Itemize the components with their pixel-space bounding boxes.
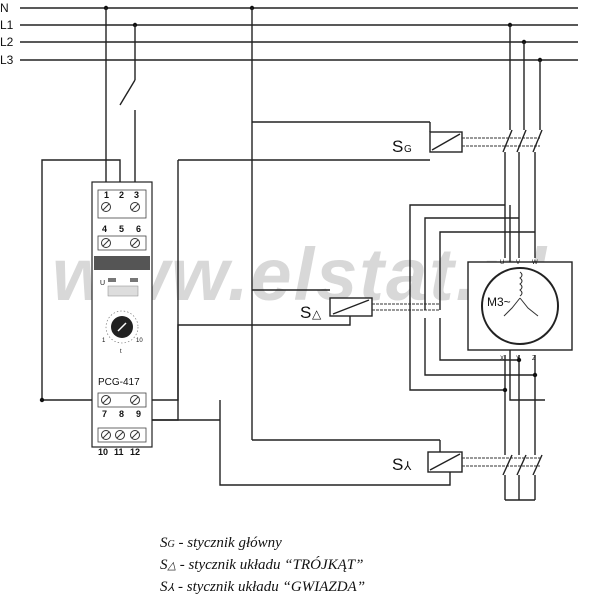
motor-term-x: X (500, 356, 504, 362)
motor-term-z: Z (532, 356, 536, 362)
relay-module: 1 2 3 4 5 6 U 1 10 t PCG-417 7 8 9 (91, 181, 153, 457)
bus-l2-label: L2 (0, 35, 14, 49)
bus-l1-label: L1 (0, 18, 14, 32)
legend-item-delta: S△ - stycznik układu “TRÓJKĄT” (160, 557, 363, 574)
legend-item-main: SG - stycznik główny (160, 535, 282, 552)
winding-coil (503, 297, 521, 317)
contactor-main: S G (392, 122, 540, 156)
led-u-label: U (100, 280, 105, 287)
bus-l3-label: L3 (0, 53, 14, 67)
legend-sym: S (160, 535, 168, 551)
winding-coil (519, 297, 539, 317)
terminal-8: 8 (119, 409, 124, 419)
motor-term-u: U (500, 260, 504, 266)
terminal-9: 9 (136, 409, 141, 419)
legend-text: - stycznik główny (174, 535, 282, 551)
bus-n-label: N (0, 1, 9, 15)
terminal-5: 5 (119, 224, 124, 234)
motor-term-w: W (532, 260, 538, 266)
contactor-main-sub: G (404, 144, 412, 155)
contactor-star: S ⅄ (392, 440, 540, 474)
relay-model: PCG-417 (98, 377, 140, 388)
scale-min: 1 (102, 338, 106, 344)
contactor-delta-sub: △ (312, 307, 322, 321)
motor-term-v: V (516, 260, 520, 266)
terminal-2: 2 (119, 190, 124, 200)
winding-coil (519, 271, 523, 297)
legend-text: - stycznik układu “TRÓJKĄT” (175, 557, 364, 573)
legend-sym: S (160, 557, 168, 573)
motor-term-y: Y (516, 356, 520, 362)
terminal-11: 11 (114, 447, 124, 457)
legend-sym: S (160, 579, 168, 595)
contactor-delta-label: S (300, 303, 311, 322)
terminal-3: 3 (134, 190, 139, 200)
legend-text: - stycznik układu “GWIAZDA” (174, 579, 366, 595)
contactor-main-label: S (392, 137, 403, 156)
legend-sub: G (167, 539, 175, 550)
terminal-10: 10 (98, 447, 108, 457)
contactor-star-sub: ⅄ (403, 459, 412, 473)
terminal-4: 4 (102, 224, 107, 234)
contactor-delta: S △ (300, 297, 440, 322)
power-bus: N L1 L2 L3 (0, 1, 578, 67)
terminal-6: 6 (136, 224, 141, 234)
switch-contact (119, 79, 136, 106)
knob-label: t (120, 349, 122, 355)
contactor-star-label: S (392, 455, 403, 474)
power-wiring (409, 25, 545, 501)
terminal-12: 12 (130, 447, 140, 457)
legend-sub: △ (167, 560, 176, 572)
legend-item-star: S⅄ - stycznik układu “GWIAZDA” (160, 579, 365, 596)
motor: M3~ U V W X Y Z (467, 260, 573, 362)
terminal-7: 7 (102, 409, 107, 419)
control-wiring (39, 8, 451, 486)
motor-label: M3~ (487, 295, 511, 309)
legend-sub: ⅄ (167, 582, 175, 594)
relay-label-band (94, 256, 150, 270)
terminal-1: 1 (104, 190, 109, 200)
scale-max: 10 (136, 338, 143, 344)
